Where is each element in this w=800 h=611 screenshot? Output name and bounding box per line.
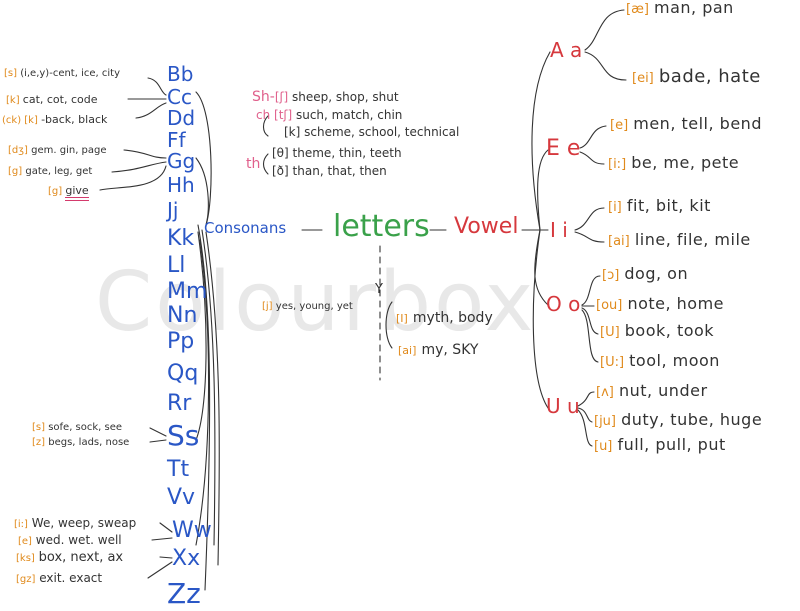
y-consonant: [j] yes, young, yet [262,301,353,312]
digraph-sh: Sh-[ʃ] sheep, shop, shut [252,89,399,105]
example-s-z: [z] begs, lads, nose [32,437,130,448]
vowel-o: O o [546,292,581,316]
letter-d: Dd [167,106,196,130]
letter-t: Tt [167,457,190,482]
vowel-e-sound-1: [e] men, tell, bend [610,114,762,133]
vowel-e: E e [546,136,581,161]
letter-x: Xx [172,546,201,571]
vowel-u: U u [546,394,580,418]
vowel-o-sound-2: [ou] note, home [596,294,725,313]
letter-l: Ll [167,253,186,278]
letter-n: Nn [167,303,198,328]
vowel-label: Vowel [454,214,519,239]
vowel-u-sound-3: [u] full, pull, put [594,435,726,454]
letter-f: Ff [167,128,186,152]
vowel-i: I i [550,218,568,242]
letter-v: Vv [167,485,196,510]
example-g-hard: [g] gate, leg, get [8,166,93,177]
y-letter: Y [375,282,383,297]
example-ck: (ck) [k] -back, black [2,113,108,126]
example-w-i: [i:] We, weep, sweap [14,516,137,530]
example-w-e: [e] wed. wet. well [18,533,122,547]
example-c-hard: [k] cat, cot, code [6,93,98,106]
digraph-ch: ch [tʃ] such, match, chin [256,108,403,122]
example-give: [g] give [48,184,89,198]
center-title: letters [333,209,430,244]
vowel-a-sound-2: [ei] bade, hate [632,66,761,87]
digraph-th-label: th [246,156,261,172]
y-vowel-ai: [ai] my, SKY [398,342,479,358]
letter-p: Pp [167,329,195,354]
digraph-ch-k: [k] scheme, school, technical [284,125,460,139]
letter-z: Zz [167,577,201,610]
vowel-i-sound-1: [i] fit, bit, kit [608,196,711,215]
example-x-ks: [ks] box, next, ax [16,550,124,565]
vowel-a-sound-1: [æ] man, pan [626,0,734,17]
y-vowel-i: [I] myth, body [396,310,493,326]
vowel-e-sound-2: [i:] be, me, pete [608,153,740,172]
letter-c: Cc [167,85,192,109]
letter-m: Mm [167,279,208,304]
letter-h: Hh [167,173,195,197]
consonants-label: Consonans [204,219,287,237]
example-g-soft: [dʒ] gem. gin, page [8,145,107,156]
digraph-th-eth: [ð] than, that, then [272,164,387,178]
vowel-u-sound-1: [ʌ] nut, under [596,381,708,400]
letter-j: Jj [167,198,179,222]
letter-r: Rr [167,391,192,416]
letter-w: Ww [172,518,212,543]
example-s: [s] sofe, sock, see [32,422,123,433]
watermark: Colourbox [95,255,537,350]
letter-b: Bb [167,62,194,86]
vowel-o-sound-3: [U] book, took [600,321,715,340]
vowel-a: A a [550,38,583,62]
digraph-th-theta: [θ] theme, thin, teeth [272,146,402,160]
letter-k: Kk [167,226,195,251]
vowel-o-sound-1: [ɔ] dog, on [602,264,689,283]
vowel-u-sound-2: [ju] duty, tube, huge [594,410,763,429]
vowel-i-sound-2: [ai] line, file, mile [608,230,751,249]
letter-s: Ss [167,419,200,452]
vowel-o-sound-4: [U:] tool, moon [600,351,720,370]
example-c-soft: [s] (i,e,y)-cent, ice, city [4,68,120,79]
letter-g: Gg [167,149,196,173]
example-x-gz: [gz] exit. exact [16,571,103,585]
letter-q: Qq [167,361,199,386]
